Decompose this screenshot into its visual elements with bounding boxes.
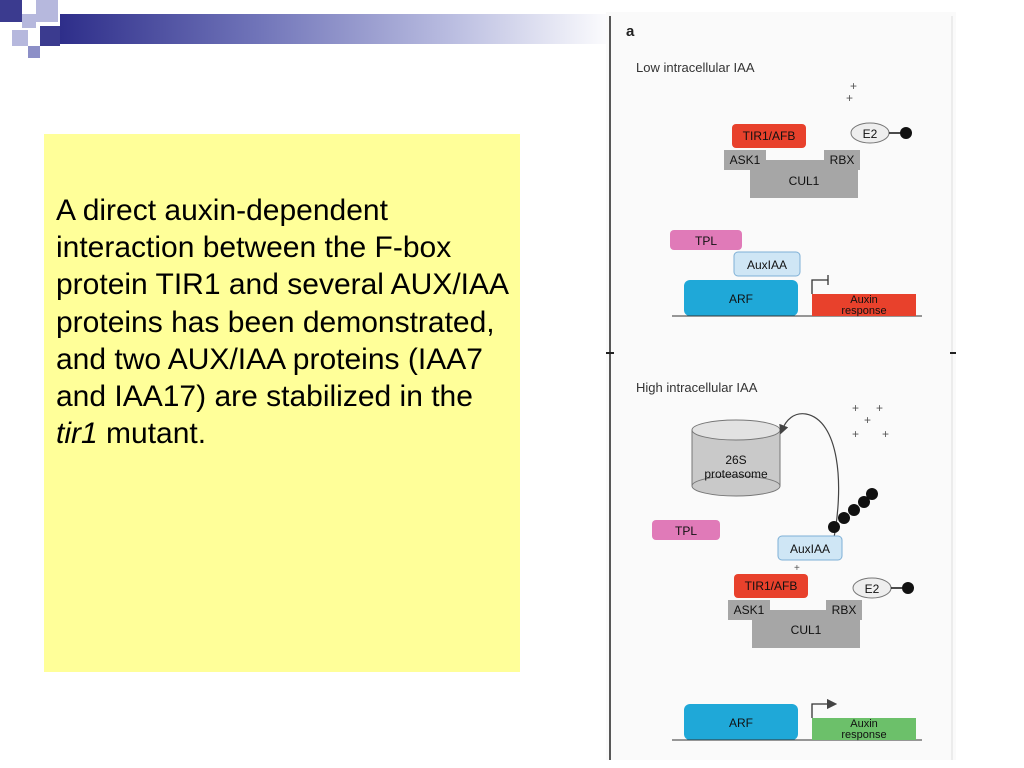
proteasome-label-line1: 26S [725,453,746,467]
auxiaa-label-high: AuxIAA [790,542,830,556]
rbx-label-high: RBX [832,603,857,617]
tir1-afb-box [732,124,806,148]
auxiaa-label: AuxIAA [747,258,787,272]
active-transcription-high: ARF Auxin response [672,698,922,741]
svg-text:+: + [864,413,871,427]
arf-box [684,280,798,316]
auxiaa-box [733,251,801,277]
rbx-box [824,150,860,170]
svg-text:+: + [882,427,889,441]
arf-label: ARF [729,292,753,306]
proteasome-label-line2: proteasome [704,467,768,481]
tpl-box [670,230,742,250]
ask1-box-high [728,600,770,620]
auxiaa-box-high [777,535,843,561]
cul1-label-high: CUL1 [791,623,822,637]
ask1-box [724,150,766,170]
svg-text:+: + [876,401,883,415]
svg-text:+: + [852,401,859,415]
response-label-line2: response [841,305,886,317]
tpl-label: TPL [695,234,717,248]
arf-box-high [684,704,798,740]
auxin-stars-low: + + [846,79,857,105]
tpl-label-high: TPL [675,524,697,538]
gene-name-italic: tir1 [56,417,98,451]
response-label-line1: Auxin [850,294,878,306]
high-iaa-heading: High intracellular IAA [636,380,758,395]
rbx-label: RBX [830,153,855,167]
scf-complex-low: CUL1 ASK1 RBX TIR1/AFB E2 [724,122,912,198]
arf-label-high: ARF [729,716,753,730]
rbx-box-high [826,600,862,620]
ubiquitin-dot-high [902,582,914,594]
proteasome-26s: 26S proteasome [691,419,781,497]
polyubiquitin-chain [828,488,878,533]
body-text: A direct auxin-dependent interaction bet… [56,194,508,451]
cul1-label: CUL1 [789,174,820,188]
tir1-afb-box-high [734,574,808,598]
response-label-high-line2: response [841,729,886,741]
ask1-label-high: ASK1 [734,603,765,617]
promoter-blocked-symbol [811,279,828,294]
ubiquitin-dot [900,127,912,139]
response-label-high-line1: Auxin [850,718,878,730]
panel-letter: a [626,23,635,40]
auxin-response-active-box [812,718,916,740]
title-bar [60,14,616,44]
auxin-response-repressed-box [812,294,916,316]
tpl-box-high [652,520,720,540]
degradation-arrow [779,413,840,549]
svg-text:+: + [846,91,853,105]
tir1-afb-label: TIR1/AFB [743,129,796,143]
svg-text:+: + [852,427,859,441]
auxin-star-bound: + [794,563,800,574]
auxin-stars-high: + + + + + [852,401,889,441]
repression-complex-low: TPL AuxIAA ARF Auxin response [670,230,922,317]
low-iaa-heading: Low intracellular IAA [636,60,755,75]
scf-complex-high: CUL1 ASK1 RBX TIR1/AFB E2 [728,574,914,648]
tir1-afb-label-high: TIR1/AFB [745,579,798,593]
e2-label: E2 [863,127,878,141]
promoter-active-arrow [811,698,838,718]
text-box: A direct auxin-dependent interaction bet… [44,134,520,672]
ask1-label: ASK1 [730,153,761,167]
svg-text:+: + [850,79,857,93]
auxin-signaling-figure: a Low intracellular IAA + + CUL1 ASK1 RB… [606,12,956,760]
e2-label-high: E2 [865,582,880,596]
